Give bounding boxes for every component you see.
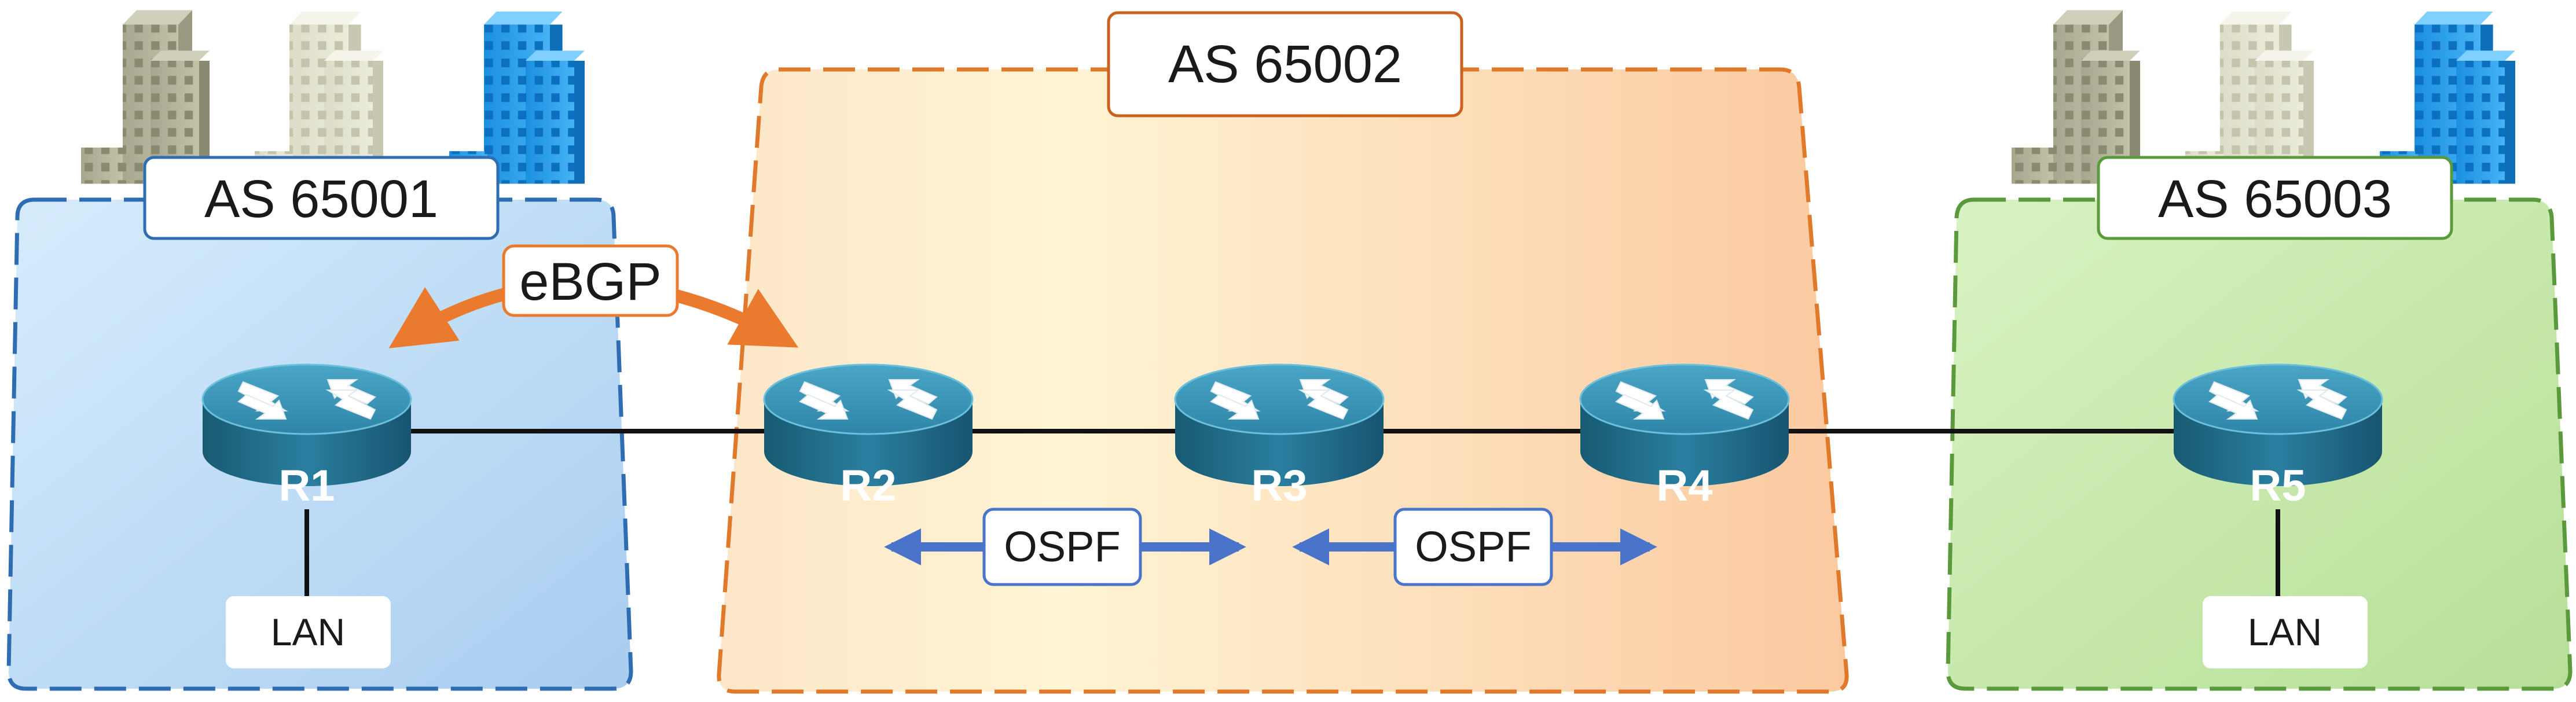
ospf-label: OSPF xyxy=(1415,523,1531,571)
as-label-as65002: AS 65002 xyxy=(1107,11,1463,117)
ospf-adjacency-r2-r3: OSPF xyxy=(884,508,1246,586)
ebgp-label: eBGP xyxy=(519,252,661,311)
ebgp-session: eBGP xyxy=(388,244,799,348)
lan-right: LAN xyxy=(2203,596,2368,668)
router-r5[interactable]: R5 xyxy=(2173,363,2383,510)
router-label: R1 xyxy=(278,461,335,510)
lan-left: LAN xyxy=(226,596,391,668)
as-label-text: AS 65002 xyxy=(1168,35,1402,94)
router-label: R3 xyxy=(1251,461,1307,510)
as-label-as65001: AS 65001 xyxy=(143,156,500,240)
router-label: R2 xyxy=(840,461,896,510)
router-label: R5 xyxy=(2250,461,2306,510)
router-label: R4 xyxy=(1656,461,1712,510)
router-r4[interactable]: R4 xyxy=(1579,363,1790,510)
lan-label: LAN xyxy=(271,611,345,653)
router-r2[interactable]: R2 xyxy=(763,363,974,510)
as-label-as65003: AS 65003 xyxy=(2097,156,2453,240)
as-label-text: AS 65003 xyxy=(2158,170,2392,229)
router-r1[interactable]: R1 xyxy=(201,363,412,510)
ospf-label: OSPF xyxy=(1004,523,1120,571)
as-label-text: AS 65001 xyxy=(204,170,438,229)
router-r3[interactable]: R3 xyxy=(1174,363,1385,510)
lan-label: LAN xyxy=(2248,611,2322,653)
ospf-adjacency-r3-r4: OSPF xyxy=(1292,508,1657,586)
